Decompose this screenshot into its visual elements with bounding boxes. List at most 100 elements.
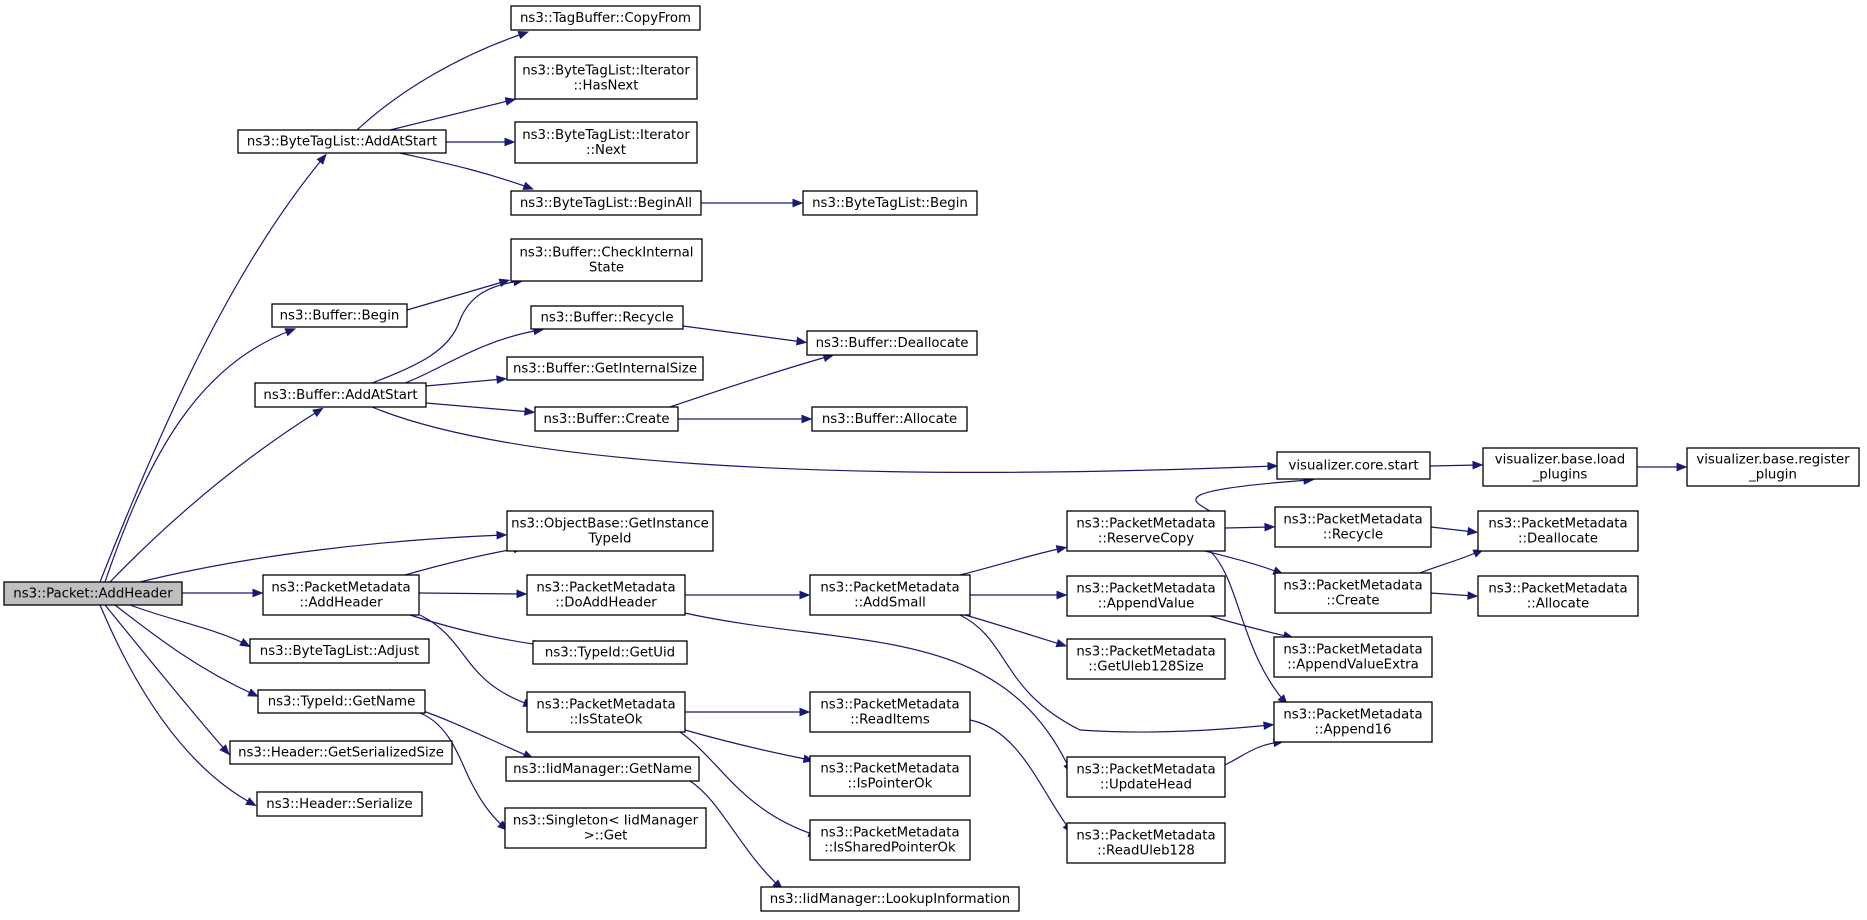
call-edge-ns3-packetmetadata-appendvalue-to-ns3-packetmetadata-appendvalueextra [1209,615,1295,640]
node-label-line: ::AddSmall [854,596,926,611]
node-label-line: ns3::PacketMetadata [536,581,675,596]
node-ns3-packetmetadata-allocate[interactable]: ns3::PacketMetadata::Allocate [1477,575,1639,617]
node-label-line: >::Get [584,829,628,844]
node-visualizer-core-start[interactable]: visualizer.core.start [1276,451,1431,480]
node-ns3-buffer-create[interactable]: ns3::Buffer::Create [534,406,679,432]
node-label-line: ns3::Buffer::AddAtStart [263,388,417,403]
node-ns3-typeid-getuid[interactable]: ns3::TypeId::GetUid [532,640,688,665]
node-ns3-packetmetadata-doaddheader[interactable]: ns3::PacketMetadata::DoAddHeader [526,574,686,616]
node-label-line: ns3::ByteTagList::BeginAll [520,196,692,211]
call-edge-ns3-bytetaglist-addatstart-to-ns3-bytetaglist-iterator-hasnext [389,97,517,131]
node-box [1273,701,1433,743]
call-edge-ns3-buffer-create-to-ns3-buffer-allocate [678,414,813,424]
node-ns3-buffer-addatstart[interactable]: ns3::Buffer::AddAtStart [254,382,427,408]
node-ns3-packetmetadata-issharedpointerok[interactable]: ns3::PacketMetadata::IsSharedPointerOk [809,819,971,861]
node-ns3-header-serialize[interactable]: ns3::Header::Serialize [256,791,423,817]
node-ns3-packet-addheader[interactable]: ns3::Packet::AddHeader [3,581,183,606]
node-ns3-header-getserializedsize[interactable]: ns3::Header::GetSerializedSize [229,740,453,765]
node-label-line: ::IsStateOk [569,713,642,728]
call-edge-ns3-packetmetadata-addheader-to-ns3-packetmetadata-isstateok [419,614,535,707]
node-ns3-packetmetadata-create[interactable]: ns3::PacketMetadata::Create [1274,572,1432,614]
node-ns3-packetmetadata-append16[interactable]: ns3::PacketMetadata::Append16 [1273,701,1433,743]
call-edge-ns3-packet-addheader-to-ns3-buffer-begin [104,328,297,583]
node-label-line: ns3::Buffer::GetInternalSize [513,362,697,377]
node-label-line: ::ReserveCopy [1098,532,1194,547]
node-ns3-packetmetadata-addsmall[interactable]: ns3::PacketMetadata::AddSmall [809,574,971,616]
call-edge-ns3-packetmetadata-isstateok-to-ns3-packetmetadata-readitems [685,707,811,717]
node-label-line: ns3::Buffer::Deallocate [816,336,969,351]
node-box [256,791,423,817]
node-label-line: ns3::Buffer::Recycle [540,311,673,326]
node-ns3-buffer-getinternalsize[interactable]: ns3::Buffer::GetInternalSize [506,356,704,381]
node-ns3-tagbuffer-copyfrom[interactable]: ns3::TagBuffer::CopyFrom [510,5,701,31]
node-label-line: ::Allocate [1527,597,1589,612]
node-box [1482,447,1638,487]
node-box [809,574,971,616]
node-ns3-packetmetadata-readitems[interactable]: ns3::PacketMetadata::ReadItems [809,691,971,733]
call-edge-ns3-packetmetadata-addsmall-to-ns3-packetmetadata-append16 [959,614,1275,733]
call-edge-ns3-packet-addheader-to-ns3-bytetaglist-adjust [129,604,251,648]
node-ns3-packetmetadata-isstateok[interactable]: ns3::PacketMetadata::IsStateOk [526,691,686,733]
node-label-line: ::HasNext [573,79,638,94]
node-ns3-bytetaglist-begin[interactable]: ns3::ByteTagList::Begin [802,190,978,216]
node-box [534,406,679,432]
call-edge-visualizer-base-load-plugins-to-visualizer-base-register-plugin [1637,462,1688,472]
node-label-line: visualizer.base.load [1495,453,1625,468]
node-ns3-packetmetadata-readuleb128[interactable]: ns3::PacketMetadata::ReadUleb128 [1066,822,1226,864]
node-label-line: ns3::PacketMetadata [1076,829,1215,844]
node-label-line: ::AppendValueExtra [1287,658,1419,673]
node-ns3-packetmetadata-ispointerok[interactable]: ns3::PacketMetadata::IsPointerOk [809,755,971,797]
node-label-line: ns3::PacketMetadata [1076,763,1215,778]
node-ns3-packetmetadata-appendvalue[interactable]: ns3::PacketMetadata::AppendValue [1066,575,1226,617]
node-ns3-bytetaglist-beginall[interactable]: ns3::ByteTagList::BeginAll [510,190,702,216]
node-ns3-buffer-allocate[interactable]: ns3::Buffer::Allocate [811,406,968,432]
node-label-line: ns3::PacketMetadata [271,581,410,596]
call-edge-visualizer-core-start-to-visualizer-base-load-plugins [1429,460,1484,470]
node-ns3-singleton-iidmanager-get[interactable]: ns3::Singleton< IidManager>::Get [504,807,707,849]
node-ns3-typeid-getname[interactable]: ns3::TypeId::GetName [257,689,426,714]
node-ns3-packetmetadata-getuleb128size[interactable]: ns3::PacketMetadata::GetUleb128Size [1066,638,1226,680]
node-ns3-packetmetadata-appendvalueextra[interactable]: ns3::PacketMetadata::AppendValueExtra [1273,636,1433,678]
node-ns3-packetmetadata-deallocate[interactable]: ns3::PacketMetadata::Deallocate [1477,510,1639,552]
call-edge-ns3-packet-addheader-to-ns3-objectbase-getinstancetypeid [139,530,508,583]
node-ns3-packetmetadata-updatehead[interactable]: ns3::PacketMetadata::UpdateHead [1066,756,1226,798]
node-label-line: ::Append16 [1315,723,1392,738]
call-edge-ns3-buffer-addatstart-to-ns3-buffer-create [425,402,536,416]
call-edge-ns3-packetmetadata-addheader-to-ns3-packetmetadata-doaddheader [418,589,528,599]
node-box [510,190,702,216]
node-ns3-packetmetadata-reservecopy[interactable]: ns3::PacketMetadata::ReserveCopy [1066,510,1226,552]
node-ns3-bytetaglist-adjust[interactable]: ns3::ByteTagList::Adjust [249,638,430,664]
node-ns3-buffer-recycle[interactable]: ns3::Buffer::Recycle [530,305,684,330]
node-box [809,755,971,797]
node-label-line: _plugin [1748,468,1797,483]
node-box [506,510,714,552]
node-box [1273,636,1433,678]
node-ns3-bytetaglist-iterator-next[interactable]: ns3::ByteTagList::Iterator::Next [514,121,698,164]
call-edge-ns3-packetmetadata-isstateok-to-ns3-packetmetadata-ispointerok [684,729,815,764]
call-edge-ns3-bytetaglist-addatstart-to-ns3-bytetaglist-iterator-next [446,137,516,147]
node-label-line: ns3::PacketMetadata [1283,579,1422,594]
node-ns3-buffer-begin[interactable]: ns3::Buffer::Begin [271,303,408,328]
node-box [1477,575,1639,617]
node-visualizer-base-load-plugins[interactable]: visualizer.base.load_plugins [1482,447,1638,487]
node-ns3-iidmanager-lookupinformation[interactable]: ns3::IidManager::LookupInformation [760,886,1020,912]
node-label-line: State [589,261,624,276]
node-box [257,689,426,714]
call-edge-ns3-packetmetadata-reservecopy-to-ns3-packetmetadata-recycle [1224,522,1276,532]
node-ns3-packetmetadata-recycle[interactable]: ns3::PacketMetadata::Recycle [1274,506,1432,548]
node-box [1274,572,1432,614]
node-visualizer-base-register-plugin[interactable]: visualizer.base.register_plugin [1686,447,1860,487]
node-ns3-packetmetadata-addheader[interactable]: ns3::PacketMetadata::AddHeader [262,574,420,616]
node-ns3-bytetaglist-iterator-hasnext[interactable]: ns3::ByteTagList::Iterator::HasNext [514,56,698,100]
node-label-line: ns3::Buffer::Allocate [822,412,957,427]
node-box [271,303,408,328]
node-ns3-buffer-deallocate[interactable]: ns3::Buffer::Deallocate [806,330,978,356]
node-ns3-bytetaglist-addatstart[interactable]: ns3::ByteTagList::AddAtStart [237,129,447,154]
node-ns3-iidmanager-getname[interactable]: ns3::IidManager::GetName [505,756,700,782]
node-label-line: ns3::PacketMetadata [536,698,675,713]
call-edge-ns3-packetmetadata-create-to-ns3-packetmetadata-deallocate [1419,549,1484,574]
node-box [809,691,971,733]
node-box [237,129,447,154]
